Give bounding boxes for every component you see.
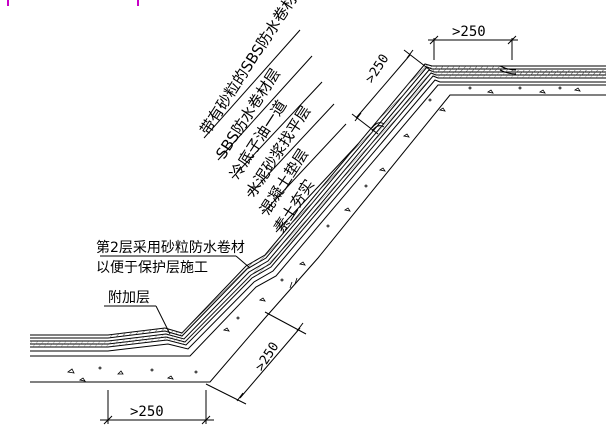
dim-slope-upper [351,49,431,135]
callout-leaders [100,29,359,335]
label-extra-layer: 附加层 [108,290,150,306]
concrete-speckles [67,86,581,382]
dim-slope-lower [205,311,307,405]
dim-top [428,35,518,60]
note-line-2: 以便于保护层施工 [96,260,208,276]
hatched-bands [30,64,606,347]
dim-text-slope-lower: >250 [253,340,283,374]
dim-bottom [100,390,214,425]
dim-text-bottom: >250 [130,404,164,420]
note-line-1: 第2层采用砂粒防水卷材 [96,239,245,256]
dim-text-top: >250 [452,24,486,40]
transition-bumps [371,65,517,132]
